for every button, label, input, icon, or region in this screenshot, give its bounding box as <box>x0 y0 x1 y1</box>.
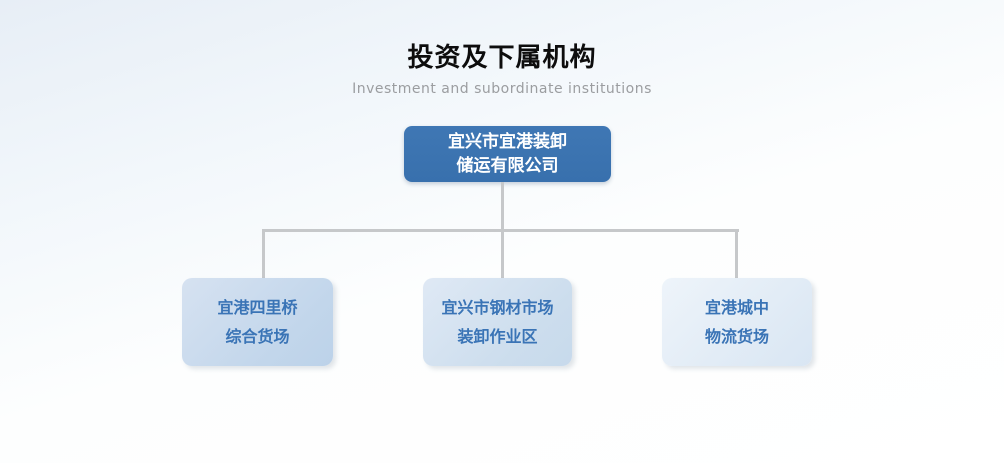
org-node-child-silidqiao: 宜港四里桥 综合货场 <box>182 278 333 366</box>
org-node-child-chengzhong: 宜港城中 物流货场 <box>662 278 812 366</box>
org-node-child-2-line1: 宜兴市钢材市场 <box>441 298 554 317</box>
org-node-child-1-line1: 宜港四里桥 <box>217 298 298 317</box>
connector-right-drop <box>735 229 738 279</box>
connector-left-drop <box>262 229 265 279</box>
org-node-root-line1: 宜兴市宜港装卸 <box>448 132 567 152</box>
org-node-root: 宜兴市宜港装卸 储运有限公司 <box>404 126 611 182</box>
connector-horizontal-rail <box>262 229 739 232</box>
org-node-child-3-line2: 物流货场 <box>704 327 769 346</box>
connector-root-vertical <box>501 182 504 230</box>
connector-middle-drop <box>501 229 504 279</box>
page-title: 投资及下属机构 <box>407 43 597 73</box>
org-node-child-2-line2: 装卸作业区 <box>457 327 538 346</box>
org-node-child-steel-market: 宜兴市钢材市场 装卸作业区 <box>423 278 572 366</box>
org-node-child-1-line2: 综合货场 <box>225 327 290 346</box>
page-header: 投资及下属机构 Investment and subordinate insti… <box>0 42 1004 98</box>
org-node-child-3-line1: 宜港城中 <box>704 298 769 317</box>
page-subtitle: Investment and subordinate institutions <box>352 81 652 97</box>
org-node-root-line2: 储运有限公司 <box>456 156 559 176</box>
